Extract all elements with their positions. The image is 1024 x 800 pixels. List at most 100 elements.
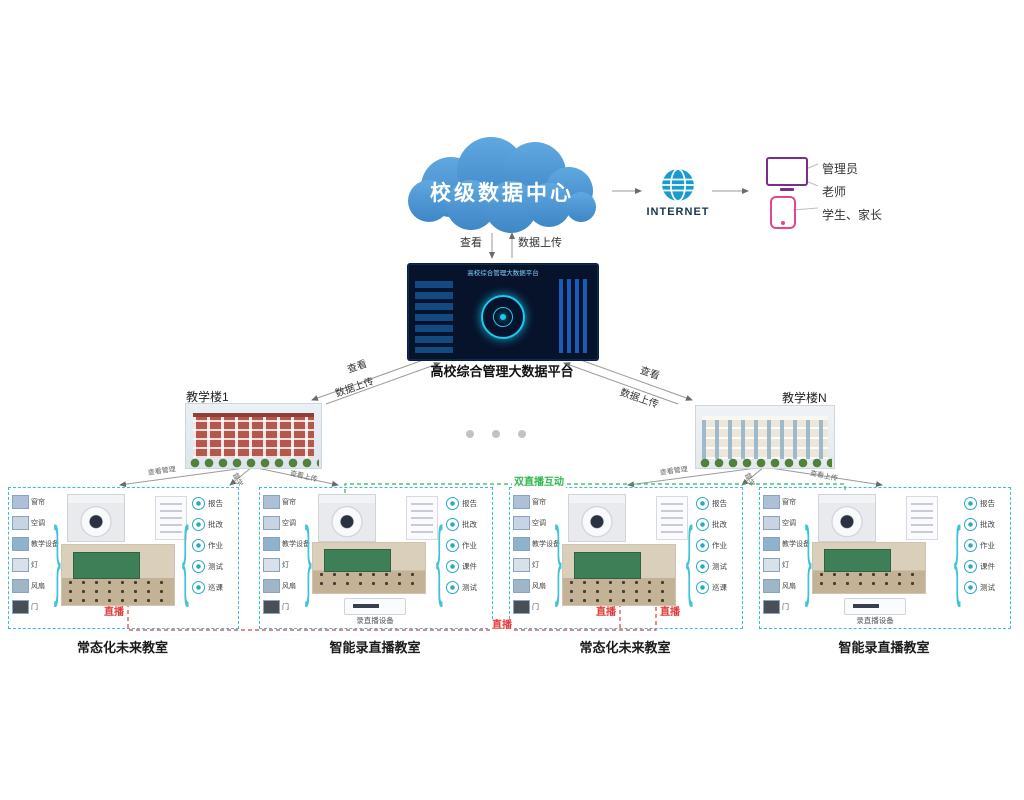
device-thumb-icon	[263, 557, 280, 572]
building-1-roof	[193, 413, 314, 417]
function-circle-icon	[696, 496, 709, 510]
brace-right-icon	[954, 514, 961, 602]
function-item: 报告	[696, 494, 738, 512]
function-circle-icon	[696, 517, 709, 531]
device-thumb-icon	[763, 557, 780, 572]
dashboard-left-widgets	[415, 281, 453, 353]
device-item: 窗帘	[763, 492, 809, 511]
classroom-caption-4: 智能录直播教室	[838, 640, 930, 655]
device-thumb-icon	[763, 578, 780, 593]
classroom-students	[64, 577, 172, 603]
function-item: 作业	[964, 536, 1006, 554]
device-item-label: 风扇	[282, 582, 296, 590]
device-item-label: 窗帘	[782, 498, 796, 506]
device-list: 窗帘空调教学设备灯风扇门	[513, 492, 560, 616]
monitor-icon	[766, 157, 808, 186]
function-item-label: 批改	[980, 519, 995, 529]
brace-left-icon	[805, 514, 812, 602]
buildingN-fan-line-1	[627, 466, 765, 488]
function-item: 测试	[696, 557, 738, 575]
dashboard-title: 高校综合管理大数据平台	[467, 270, 539, 277]
device-thumb-icon	[513, 599, 530, 614]
device-item-label: 教学设备	[282, 540, 310, 548]
device-thumb-icon	[12, 494, 29, 509]
brace-right-icon	[686, 514, 693, 602]
platform-to-building1-view-arrow	[311, 358, 427, 401]
building-n-facade	[702, 420, 828, 459]
function-item-label: 报告	[462, 498, 477, 508]
function-item-label: 作业	[980, 540, 995, 550]
building1-fan-line-3	[251, 466, 339, 487]
device-thumb-icon	[513, 557, 530, 572]
function-item: 批改	[446, 515, 488, 533]
device-thumb-icon	[12, 578, 29, 593]
function-list: 报告批改作业课件测试	[964, 494, 1006, 596]
device-item: 窗帘	[513, 492, 559, 511]
classroom-photo	[812, 542, 926, 594]
function-circle-icon	[964, 496, 977, 510]
building-n-bushes	[698, 458, 832, 468]
function-item-label: 报告	[208, 498, 223, 508]
device-item: 门	[763, 597, 809, 616]
function-list: 报告批改作业测试巡课	[696, 494, 738, 596]
device-item: 教学设备	[263, 534, 310, 553]
buildingN-fan-line-3	[763, 466, 883, 488]
dashboard-right-widgets	[559, 279, 591, 353]
cloud-shape	[408, 137, 596, 233]
device-thumb-icon	[763, 536, 780, 551]
function-circle-icon	[696, 559, 709, 573]
ellipsis-dots	[466, 430, 474, 438]
device-thumb-icon	[12, 557, 29, 572]
classroom-students	[815, 570, 923, 591]
classroom-caption-3: 常态化未来教室	[579, 640, 671, 655]
control-panel-photo	[406, 496, 438, 540]
device-item: 空调	[12, 513, 58, 532]
function-item: 批改	[192, 515, 234, 533]
device-item-label: 灯	[282, 561, 289, 569]
device-list: 窗帘空调教学设备灯风扇门	[12, 492, 59, 616]
function-item-label: 作业	[208, 540, 223, 550]
device-thumb-icon	[263, 599, 280, 614]
globe-icon	[662, 168, 694, 202]
recorder-label: 录直播设备	[356, 616, 394, 625]
device-thumb-icon	[763, 494, 780, 509]
function-item-label: 报告	[712, 498, 727, 508]
internet-label: INTERNET	[646, 206, 710, 218]
live-red-dashed-lines	[127, 603, 657, 631]
device-item-label: 窗帘	[282, 498, 296, 506]
building-1-facade	[193, 417, 314, 458]
device-item: 灯	[12, 555, 58, 574]
function-item-label: 批改	[462, 519, 477, 529]
function-circle-icon	[696, 538, 709, 552]
live-label-3: 直播	[660, 607, 680, 618]
device-thumb-icon	[263, 494, 280, 509]
brace-left-icon	[555, 514, 562, 602]
buildingN-fan-line-2	[741, 466, 765, 486]
function-circle-icon	[446, 517, 459, 531]
device-item: 教学设备	[12, 534, 59, 553]
function-circle-icon	[192, 517, 205, 531]
device-thumb-icon	[263, 515, 280, 530]
function-item: 课件	[964, 557, 1006, 575]
function-item-label: 测试	[462, 582, 477, 592]
classroom-photo	[312, 542, 426, 594]
control-panel-photo	[656, 496, 688, 540]
function-item-label: 课件	[980, 561, 995, 571]
classroom-students	[565, 577, 673, 603]
function-item: 巡课	[192, 578, 234, 596]
dashboard-ring	[481, 294, 525, 339]
function-item: 作业	[446, 536, 488, 554]
user-label-admin: 管理员	[822, 162, 859, 176]
function-circle-icon	[446, 538, 459, 552]
building1-fan-line-1	[119, 466, 253, 488]
buildingN-upload-arrow	[563, 362, 679, 405]
classroom-board	[824, 549, 892, 572]
device-item-label: 门	[282, 603, 289, 611]
function-circle-icon	[446, 559, 459, 573]
classroom-photo	[61, 544, 175, 606]
building-n-label: 教学楼N	[782, 391, 827, 405]
function-item: 测试	[192, 557, 234, 575]
user-bracket-lines	[792, 163, 819, 211]
dome-camera-photo	[818, 494, 876, 542]
